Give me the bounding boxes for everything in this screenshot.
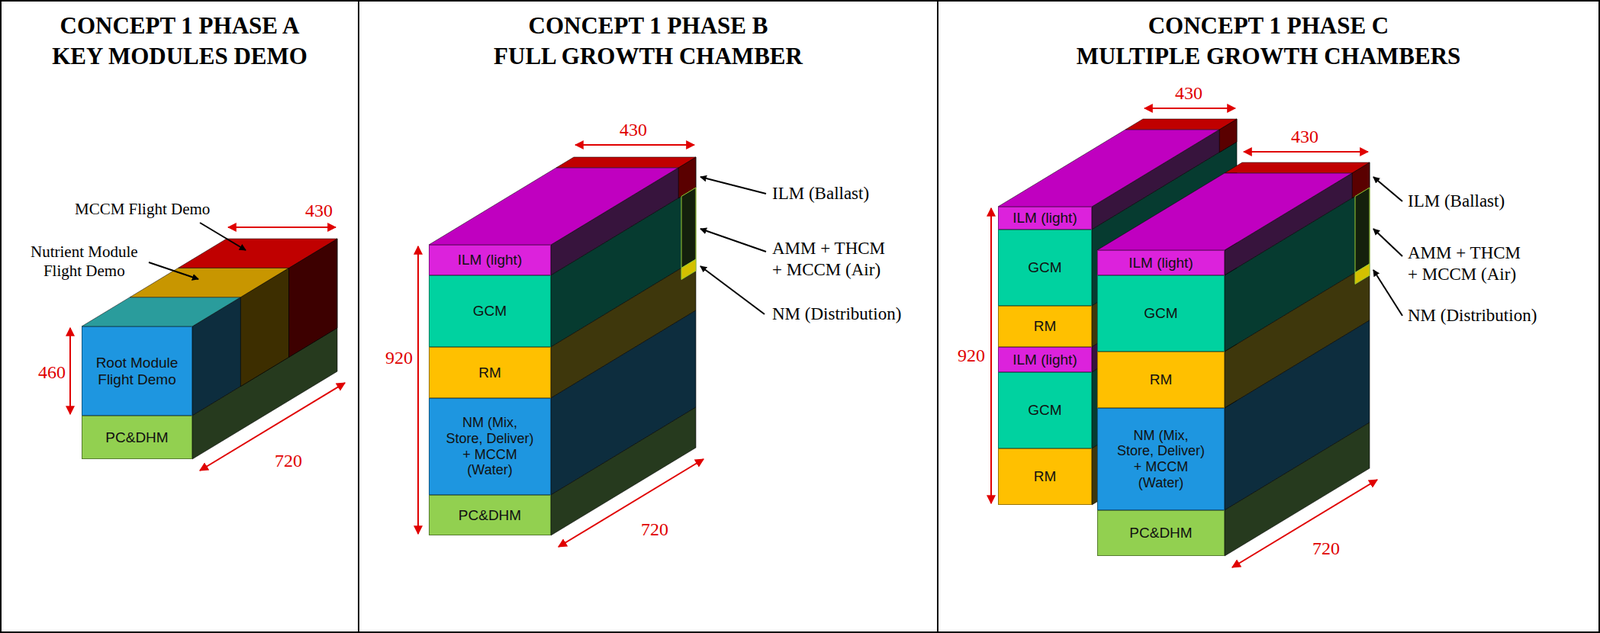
module-box: GCM: [428, 275, 551, 348]
dimension-label: 430: [1175, 82, 1203, 105]
leader-line: [1373, 228, 1403, 257]
dimension-label: 920: [957, 344, 986, 368]
dimension-label: 720: [1312, 537, 1340, 561]
leader-line: [148, 262, 199, 280]
dimension-label: 430: [619, 119, 648, 142]
module-box: ILM (light): [428, 244, 551, 276]
module-box: RM: [997, 305, 1092, 348]
dimension-arrow: [990, 208, 992, 504]
module-box: ILM (light): [997, 206, 1092, 230]
module-label: GCM: [1027, 259, 1062, 277]
module-label: GCM: [1027, 402, 1062, 419]
dimension-arrow: [558, 459, 704, 548]
module-label: ILM (light): [457, 251, 522, 269]
module-face: [129, 267, 289, 297]
dimension-label: 920: [385, 347, 413, 370]
module-label: NM (Mix, Store, Deliver) + MCCM (Water): [1117, 428, 1205, 492]
dimension-arrow: [417, 246, 419, 535]
module-label: RM: [1033, 468, 1057, 486]
module-label: PC&DHM: [458, 507, 522, 525]
module-box: RM: [997, 448, 1092, 506]
module-label: GCM: [1143, 305, 1178, 322]
module-label: RM: [478, 364, 502, 382]
leader-line: [700, 177, 767, 194]
module-box: PC&DHM: [81, 415, 193, 460]
module-face: [1224, 162, 1370, 174]
module-box: PC&DHM: [428, 495, 551, 536]
module-face: [681, 259, 696, 281]
module-label: ILM (light): [1128, 254, 1193, 272]
dimension-arrow: [228, 226, 336, 229]
callout-label: NM (Distribution): [1407, 305, 1537, 327]
callout-label: AMM + THCM + MCCM (Air): [1407, 242, 1521, 285]
module-face: [997, 129, 1220, 207]
module-face: [428, 167, 679, 245]
callout-label: NM (Distribution): [772, 303, 902, 326]
module-box: RM: [1097, 351, 1225, 409]
panel-title: CONCEPT 1 PHASE A KEY MODULES DEMO: [1, 10, 358, 72]
dimension-arrows: [70, 108, 1378, 568]
module-box: GCM: [997, 229, 1092, 306]
dimension-arrow: [1243, 151, 1369, 153]
dimension-label: 430: [305, 199, 333, 223]
leader-line: [700, 228, 767, 252]
module-label: ILM (light): [1012, 209, 1077, 227]
dimension-arrow: [1144, 107, 1236, 110]
panel-title: CONCEPT 1 PHASE C MULTIPLE GROWTH CHAMBE…: [938, 10, 1599, 72]
module-label: PC&DHM: [105, 429, 168, 447]
dimension-arrow: [69, 328, 71, 415]
module-box: ILM (light): [997, 347, 1092, 373]
module-face: [1125, 119, 1237, 130]
module-box: GCM: [997, 372, 1092, 449]
module-face: [550, 407, 696, 536]
dimension-arrow: [199, 383, 345, 471]
leader-line: [1373, 270, 1403, 316]
module-box: ILM (light): [1097, 250, 1225, 276]
phase-panel: CONCEPT 1 PHASE A KEY MODULES DEMO Root M…: [0, 0, 360, 633]
module-face: [1097, 173, 1353, 251]
dimension-label: 720: [274, 450, 303, 473]
dimension-label: 460: [38, 361, 66, 384]
panel-title: CONCEPT 1 PHASE B FULL GROWTH CHAMBER: [359, 10, 937, 72]
module-face: [556, 157, 696, 168]
module-box: PC&DHM: [1097, 510, 1225, 557]
callout-label: AMM + THCM + MCCM (Air): [772, 238, 886, 281]
dimension-arrow: [575, 144, 695, 146]
module-face: [1224, 422, 1370, 557]
module-face: [1355, 263, 1370, 285]
module-face: [81, 297, 241, 327]
module-label: NM (Mix, Store, Deliver) + MCCM (Water): [445, 415, 534, 479]
callout-label: ILM (Ballast): [1407, 190, 1505, 213]
module-faces: [81, 119, 1370, 557]
module-label: RM: [1149, 371, 1173, 389]
module-face: [1355, 187, 1370, 274]
module-face: [681, 187, 696, 269]
module-box: Root Module Flight Demo: [81, 326, 193, 416]
module-box: GCM: [1097, 275, 1225, 352]
dimension-label: 720: [640, 518, 669, 541]
module-label: ILM (light): [1012, 351, 1077, 369]
callout-label: Nutrient Module Flight Demo: [30, 242, 139, 281]
module-label: RM: [1033, 318, 1057, 335]
module-box: NM (Mix, Store, Deliver) + MCCM (Water): [428, 398, 551, 496]
module-box: NM (Mix, Store, Deliver) + MCCM (Water): [1097, 408, 1225, 511]
module-box: RM: [428, 347, 551, 399]
module-label: PC&DHM: [1129, 524, 1192, 542]
callout-label: MCCM Flight Demo: [74, 199, 210, 219]
leader-line: [1373, 177, 1403, 202]
module-face: [178, 238, 338, 268]
module-label: Root Module Flight Demo: [96, 354, 179, 389]
dimension-label: 430: [1290, 125, 1319, 149]
module-label: GCM: [473, 302, 507, 320]
dimension-arrow: [1232, 479, 1378, 568]
leader-line: [700, 266, 765, 315]
callout-label: ILM (Ballast): [772, 183, 870, 205]
